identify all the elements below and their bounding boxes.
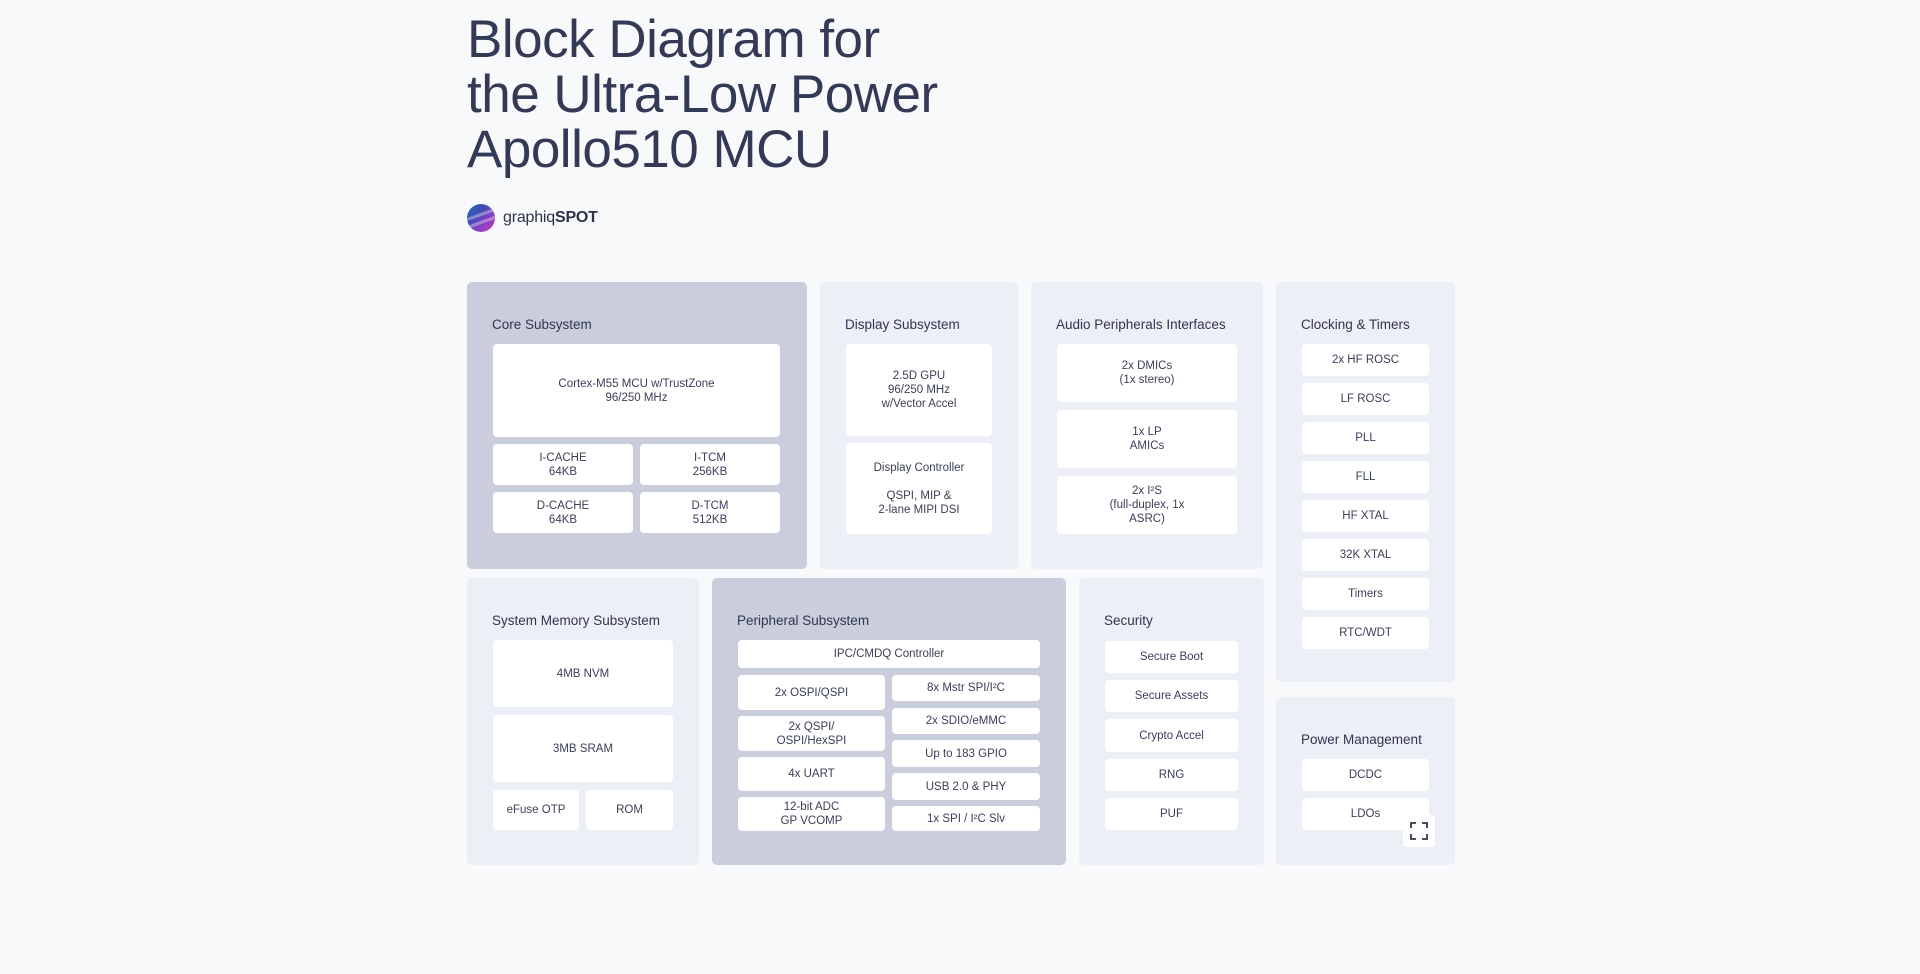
graphiqspot-logo-icon [467,204,495,232]
display-subsystem-title: Display Subsystem [845,317,960,332]
peripheral-left-line: 2x OSPI/QSPI [774,686,849,699]
clock-item: LF ROSC [1302,383,1429,415]
security-title: Security [1104,613,1153,628]
cpu-line-1: Cortex-M55 MCU w/TrustZone [558,377,715,390]
nvm-block: 4MB NVM [493,640,673,707]
itcm-block: I-TCM 256KB [640,444,780,485]
dcache-line-2: 64KB [548,513,578,526]
expand-fullscreen-icon [1410,822,1428,840]
brand-logo-link[interactable]: graphiqSPOT [467,204,598,232]
clock-item: 2x HF ROSC [1302,344,1429,376]
clock-item: 32K XTAL [1302,539,1429,571]
peripheral-left-block: 2x QSPI/ OSPI/HexSPI [738,716,885,751]
peripheral-left-line: 4x UART [788,768,835,780]
security-item: Crypto Accel [1105,719,1238,752]
system-memory-panel: System Memory Subsystem 4MB NVM 3MB SRAM… [467,578,699,865]
peripheral-left-line: GP VCOMP [780,815,843,827]
display-controller-line-1: Display Controller [873,461,965,474]
dmic-line-1: 2x DMICs [1121,360,1173,372]
amic-line-2: AMICs [1129,440,1165,452]
clock-item: FLL [1302,461,1429,493]
peripheral-right-block: USB 2.0 & PHY [892,773,1040,800]
peripheral-left-block: 12-bit ADC GP VCOMP [738,797,885,831]
rom-block: ROM [586,790,673,830]
display-controller-block: Display Controller QSPI, MIP & 2-lane MI… [846,443,992,534]
clocking-timers-panel: Clocking & Timers 2x HF ROSC LF ROSC PLL… [1276,282,1455,682]
core-subsystem-panel: Core Subsystem Cortex-M55 MCU w/TrustZon… [467,282,807,569]
title-line-3: Apollo510 MCU [467,120,832,179]
cpu-line-2: 96/250 MHz [605,391,668,404]
sram-block: 3MB SRAM [493,715,673,782]
power-management-panel: Power Management DCDC LDOs [1276,697,1455,865]
clock-item: Timers [1302,578,1429,610]
efuse-block: eFuse OTP [493,790,579,830]
brand-name: graphiqSPOT [503,209,598,227]
system-memory-title: System Memory Subsystem [492,613,661,628]
peripheral-right-block: 8x Mstr SPI/I²C [892,675,1040,701]
i2s-block: 2x I²S (full-duplex, 1x ASRC) [1057,476,1237,534]
gpu-line-1: 2.5D GPU [892,370,946,382]
peripheral-right-block: 2x SDIO/eMMC [892,708,1040,734]
dtcm-line-1: D-TCM [691,499,729,512]
expand-fullscreen-button[interactable] [1403,815,1435,847]
brand-suffix: SPOT [554,209,598,226]
clock-item: RTC/WDT [1302,617,1429,649]
itcm-line-2: 256KB [692,465,728,478]
display-subsystem-panel: Display Subsystem 2.5D GPU 96/250 MHz w/… [820,282,1018,569]
power-management-title: Power Management [1301,732,1422,747]
icache-line-1: I-CACHE [539,451,587,464]
peripheral-right-block: Up to 183 GPIO [892,740,1040,767]
gpu-line-3: w/Vector Accel [881,398,957,410]
cpu-block: Cortex-M55 MCU w/TrustZone 96/250 MHz [493,344,780,437]
peripheral-left-line: 2x QSPI/ [788,720,835,733]
peripheral-left-line: 12-bit ADC [783,801,840,813]
i2s-line-2: (full-duplex, 1x [1109,499,1185,511]
icache-block: I-CACHE 64KB [493,444,633,485]
display-controller-line-3: 2-lane MIPI DSI [878,503,960,516]
dmic-line-2: (1x stereo) [1119,374,1175,386]
clocking-timers-title: Clocking & Timers [1301,317,1410,332]
peripheral-left-block: 4x UART [738,757,885,791]
display-controller-line-2: QSPI, MIP & [886,489,952,502]
dtcm-line-2: 512KB [692,513,728,526]
dmic-block: 2x DMICs (1x stereo) [1057,344,1237,402]
security-item: PUF [1105,798,1238,830]
gpu-line-2: 96/250 MHz [887,384,950,396]
clock-item: PLL [1302,422,1429,454]
ipc-controller-block: IPC/CMDQ Controller [738,640,1040,668]
dtcm-block: D-TCM 512KB [640,492,780,533]
core-subsystem-title: Core Subsystem [492,317,592,332]
amic-line-1: 1x LP [1132,426,1162,438]
i2s-line-3: ASRC) [1129,513,1165,525]
security-panel: Security Secure Boot Secure Assets Crypt… [1079,578,1264,865]
security-item: Secure Boot [1105,641,1238,673]
dcache-line-1: D-CACHE [536,499,590,512]
security-item: Secure Assets [1105,680,1238,712]
peripheral-left-block: 2x OSPI/QSPI [738,675,885,710]
i2s-line-1: 2x I²S [1131,485,1163,497]
peripheral-subsystem-title: Peripheral Subsystem [737,613,870,628]
page-title: Block Diagram for the Ultra-Low Power Ap… [467,12,1027,177]
title-line-1: Block Diagram for [467,10,880,69]
power-item: DCDC [1302,759,1429,791]
clock-item: HF XTAL [1302,500,1429,532]
itcm-line-1: I-TCM [694,451,726,464]
peripheral-left-line: OSPI/HexSPI [776,734,847,747]
peripheral-subsystem-panel: Peripheral Subsystem IPC/CMDQ Controller… [712,578,1066,865]
audio-interfaces-panel: Audio Peripherals Interfaces 2x DMICs (1… [1031,282,1263,569]
amic-block: 1x LP AMICs [1057,410,1237,468]
audio-interfaces-title: Audio Peripherals Interfaces [1056,317,1226,332]
title-line-2: the Ultra-Low Power [467,65,938,124]
gpu-block: 2.5D GPU 96/250 MHz w/Vector Accel [846,344,992,436]
icache-line-2: 64KB [548,465,578,478]
brand-prefix: graphiq [503,209,555,226]
security-item: RNG [1105,759,1238,791]
peripheral-right-block: 1x SPI / I²C Slv [892,806,1040,831]
dcache-block: D-CACHE 64KB [493,492,633,533]
